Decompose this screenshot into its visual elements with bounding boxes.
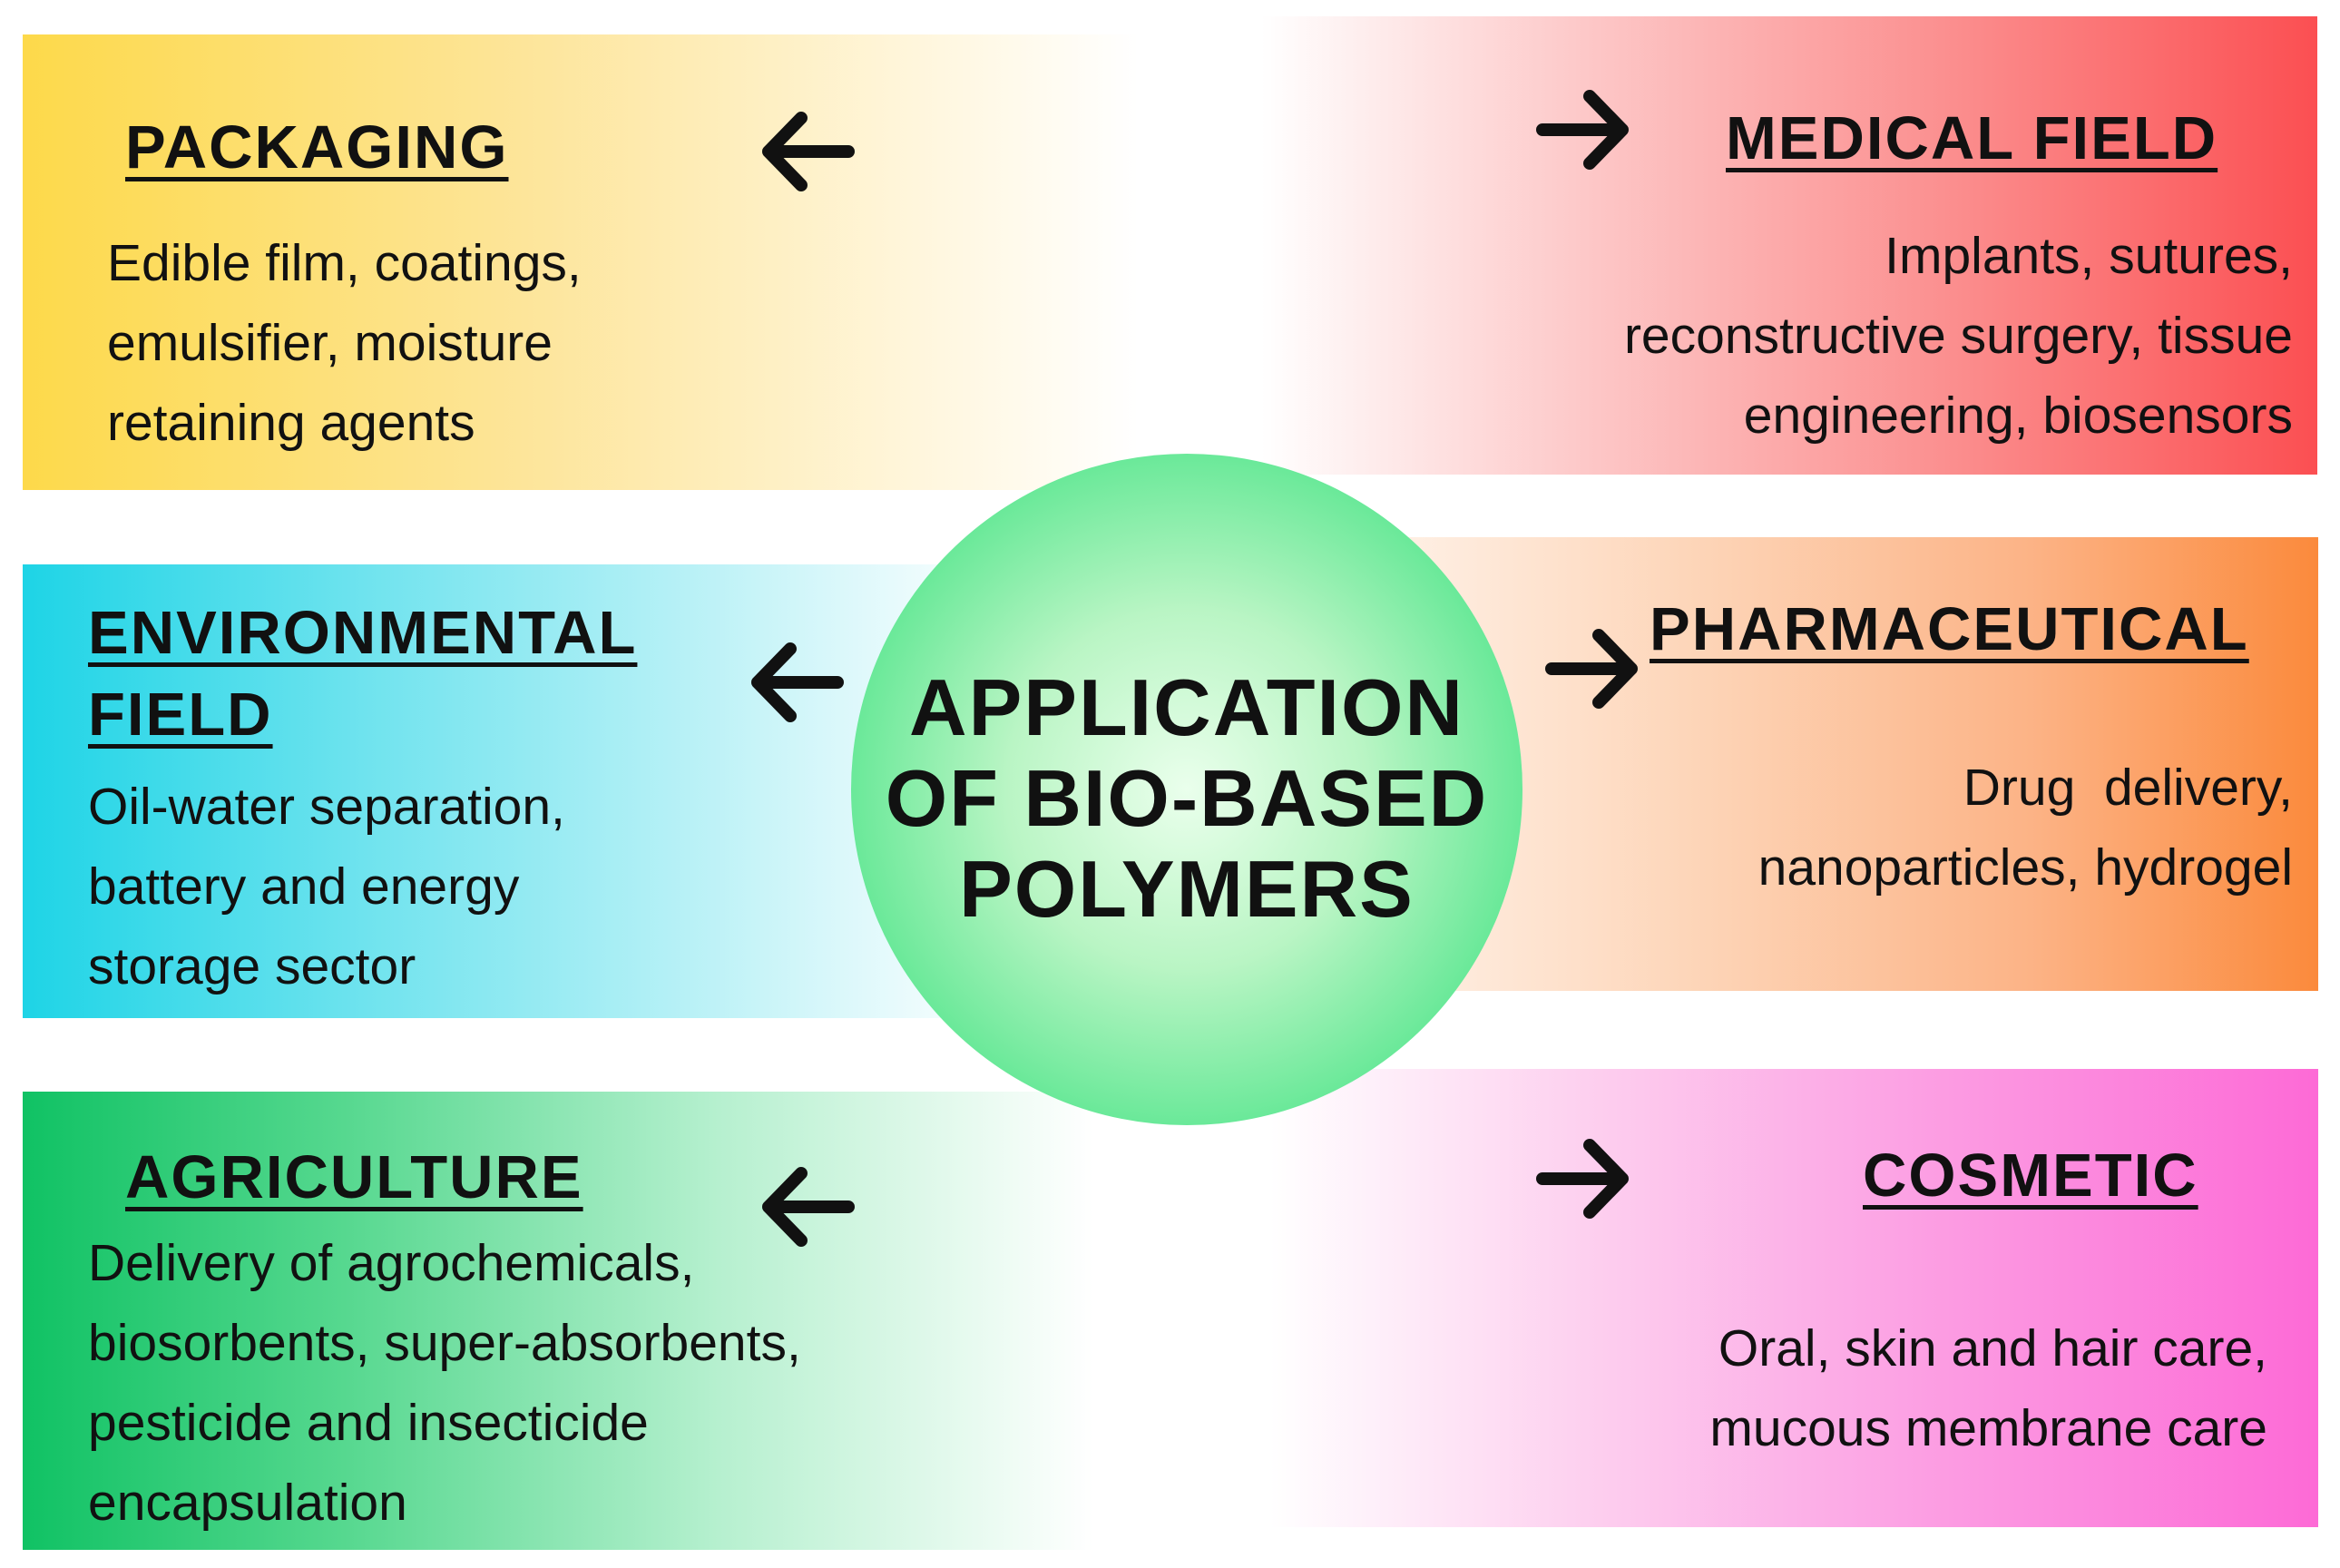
agriculture-line-2: biosorbents, super-absorbents, bbox=[88, 1314, 801, 1372]
environmental-band bbox=[23, 564, 1003, 1018]
packaging-description: Edible film, coatings, emulsifier, moist… bbox=[107, 223, 582, 463]
cosmetic-line-2: mucous membrane care bbox=[1709, 1399, 2267, 1457]
packaging-line-1: Edible film, coatings, bbox=[107, 234, 582, 292]
pharmaceutical-line-2: nanoparticles, hydrogel bbox=[1757, 838, 2293, 897]
agriculture-line-1: Delivery of agrochemicals, bbox=[88, 1234, 695, 1292]
medical-band bbox=[1261, 16, 2317, 475]
agriculture-title: AGRICULTURE bbox=[125, 1143, 583, 1211]
environmental-arrow-left-icon bbox=[751, 642, 844, 722]
medical-description: Implants, sutures, reconstructive surger… bbox=[1624, 216, 2293, 456]
pharmaceutical-description: Drug delivery, nanoparticles, hydrogel bbox=[1758, 748, 2293, 907]
agriculture-line-4: encapsulation bbox=[88, 1474, 407, 1532]
center-circle bbox=[851, 454, 1522, 1125]
cosmetic-title: COSMETIC bbox=[1863, 1142, 2198, 1210]
pharmaceutical-title: PHARMACEUTICAL bbox=[1650, 595, 2249, 663]
packaging-line-2: emulsifier, moisture bbox=[107, 314, 553, 372]
center-title: APPLICATION OF BIO-BASED POLYMERS bbox=[851, 662, 1522, 935]
environmental-line-2: battery and energy bbox=[88, 858, 520, 916]
environmental-title-line-2: FIELD bbox=[88, 681, 273, 749]
medical-line-2: reconstructive surgery, tissue bbox=[1623, 307, 2293, 365]
packaging-arrow-left-icon bbox=[762, 112, 855, 191]
agriculture-line-3: pesticide and insecticide bbox=[88, 1394, 649, 1452]
cosmetic-band bbox=[1270, 1069, 2318, 1527]
cosmetic-description: Oral, skin and hair care, mucous membran… bbox=[1709, 1308, 2267, 1468]
medical-line-3: engineering, biosensors bbox=[1743, 387, 2293, 445]
pharmaceutical-line-1: Drug delivery, bbox=[1963, 759, 2293, 817]
center-title-line-3: POLYMERS bbox=[959, 844, 1415, 934]
environmental-description: Oil-water separation, battery and energy… bbox=[88, 767, 565, 1006]
center-title-line-1: APPLICATION bbox=[909, 662, 1464, 752]
environmental-line-3: storage sector bbox=[88, 937, 416, 995]
environmental-title-line-1: ENVIRONMENTAL bbox=[88, 599, 638, 667]
medical-arrow-right-icon bbox=[1536, 90, 1629, 170]
pharmaceutical-arrow-right-icon bbox=[1545, 629, 1638, 709]
cosmetic-line-1: Oral, skin and hair care, bbox=[1718, 1319, 2267, 1377]
center-title-line-2: OF BIO-BASED bbox=[885, 753, 1489, 843]
cosmetic-arrow-right-icon bbox=[1536, 1139, 1629, 1219]
medical-title: MEDICAL FIELD bbox=[1726, 104, 2218, 172]
agriculture-band bbox=[23, 1092, 1093, 1550]
environmental-line-1: Oil-water separation, bbox=[88, 778, 565, 836]
packaging-line-3: retaining agents bbox=[107, 394, 475, 452]
agriculture-arrow-left-icon bbox=[762, 1167, 855, 1247]
packaging-title: PACKAGING bbox=[125, 113, 509, 181]
packaging-band bbox=[23, 34, 1139, 490]
medical-line-1: Implants, sutures, bbox=[1885, 227, 2293, 285]
agriculture-description: Delivery of agrochemicals, biosorbents, … bbox=[88, 1223, 801, 1543]
